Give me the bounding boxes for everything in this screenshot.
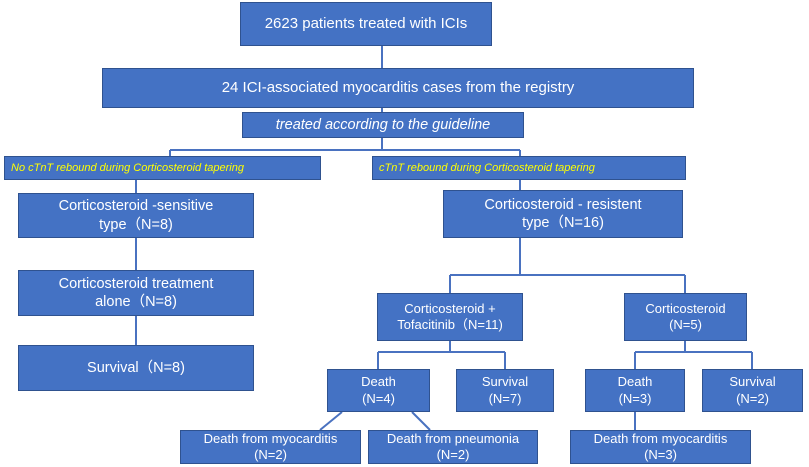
cs-alone-line2: alone（N=8) — [95, 294, 177, 310]
no-rebound-tag: No cTnT rebound during Corticosteroid ta… — [4, 156, 321, 180]
no-rebound-label: No cTnT rebound during Corticosteroid ta… — [11, 162, 244, 174]
pneumonia-death-box: Death from pneumonia (N=2) — [368, 430, 538, 464]
myocarditis-death-a-box: Death from myocarditis (N=2) — [180, 430, 361, 464]
myocarditis-death-a-line2: (N=2) — [254, 447, 287, 462]
pneumonia-death-line1: Death from pneumonia — [386, 430, 520, 446]
cs-alone-box: Corticosteroid treatment alone（N=8) — [18, 270, 254, 316]
survival-a-line2: (N=7) — [488, 390, 522, 406]
death-b-box: Death (N=3) — [585, 369, 685, 412]
cs-alone-line1: Corticosteroid treatment — [58, 275, 214, 292]
sensitive-type-box: Corticosteroid -sensitive type（N=8) — [18, 193, 254, 238]
sensitive-type-line1: Corticosteroid -sensitive — [58, 198, 214, 215]
total-patients-label: 2623 patients treated with ICIs — [264, 14, 468, 32]
cs-tofacitinib-box: Corticosteroid + Tofacitinib（N=11) — [377, 293, 523, 341]
guideline-box: treated according to the guideline — [242, 112, 524, 138]
resistant-type-line1: Corticosteroid - resistent — [484, 196, 642, 213]
myocarditis-cases-label: 24 ICI-associated myocarditis cases from… — [221, 78, 575, 96]
guideline-label: treated according to the guideline — [275, 116, 491, 133]
survival-b-line1: Survival — [729, 374, 776, 390]
death-a-box: Death (N=4) — [327, 369, 430, 412]
sensitive-type-line2: type（N=8) — [99, 216, 173, 233]
resistant-type-line2: type（N=16) — [522, 215, 604, 231]
cs-tofacitinib-line1: Corticosteroid + — [404, 300, 496, 316]
rebound-tag: cTnT rebound during Corticosteroid taper… — [372, 156, 686, 180]
survival-a-line1: Survival — [481, 374, 529, 390]
survival-left-box: Survival（N=8) — [18, 345, 254, 391]
pneumonia-death-line2: (N=2) — [436, 447, 470, 462]
cs-only-box: Corticosteroid (N=5) — [624, 293, 747, 341]
survival-a-box: Survival (N=7) — [456, 369, 554, 412]
total-patients-box: 2623 patients treated with ICIs — [240, 2, 492, 46]
myocarditis-death-b-line2: (N=3) — [644, 447, 677, 462]
survival-b-line2: (N=2) — [736, 390, 769, 406]
myocarditis-death-b-box: Death from myocarditis (N=3) — [570, 430, 751, 464]
cs-tofacitinib-line2: Tofacitinib（N=11) — [397, 317, 503, 332]
myocarditis-cases-box: 24 ICI-associated myocarditis cases from… — [102, 68, 694, 108]
death-a-line2: (N=4) — [362, 390, 395, 406]
death-b-line1: Death — [617, 374, 653, 390]
myocarditis-death-a-line1: Death from myocarditis — [203, 430, 338, 446]
connector — [411, 411, 431, 431]
cs-only-line2: (N=5) — [669, 317, 702, 332]
survival-b-box: Survival (N=2) — [702, 369, 803, 412]
resistant-type-box: Corticosteroid - resistent type（N=16) — [443, 190, 683, 238]
cs-only-line1: Corticosteroid — [645, 300, 726, 316]
connector — [319, 411, 343, 431]
rebound-label: cTnT rebound during Corticosteroid taper… — [379, 162, 595, 174]
myocarditis-death-b-line1: Death from myocarditis — [593, 430, 728, 446]
death-a-line1: Death — [361, 374, 396, 390]
survival-left-label: Survival（N=8) — [87, 359, 185, 376]
death-b-line2: (N=3) — [618, 390, 652, 406]
